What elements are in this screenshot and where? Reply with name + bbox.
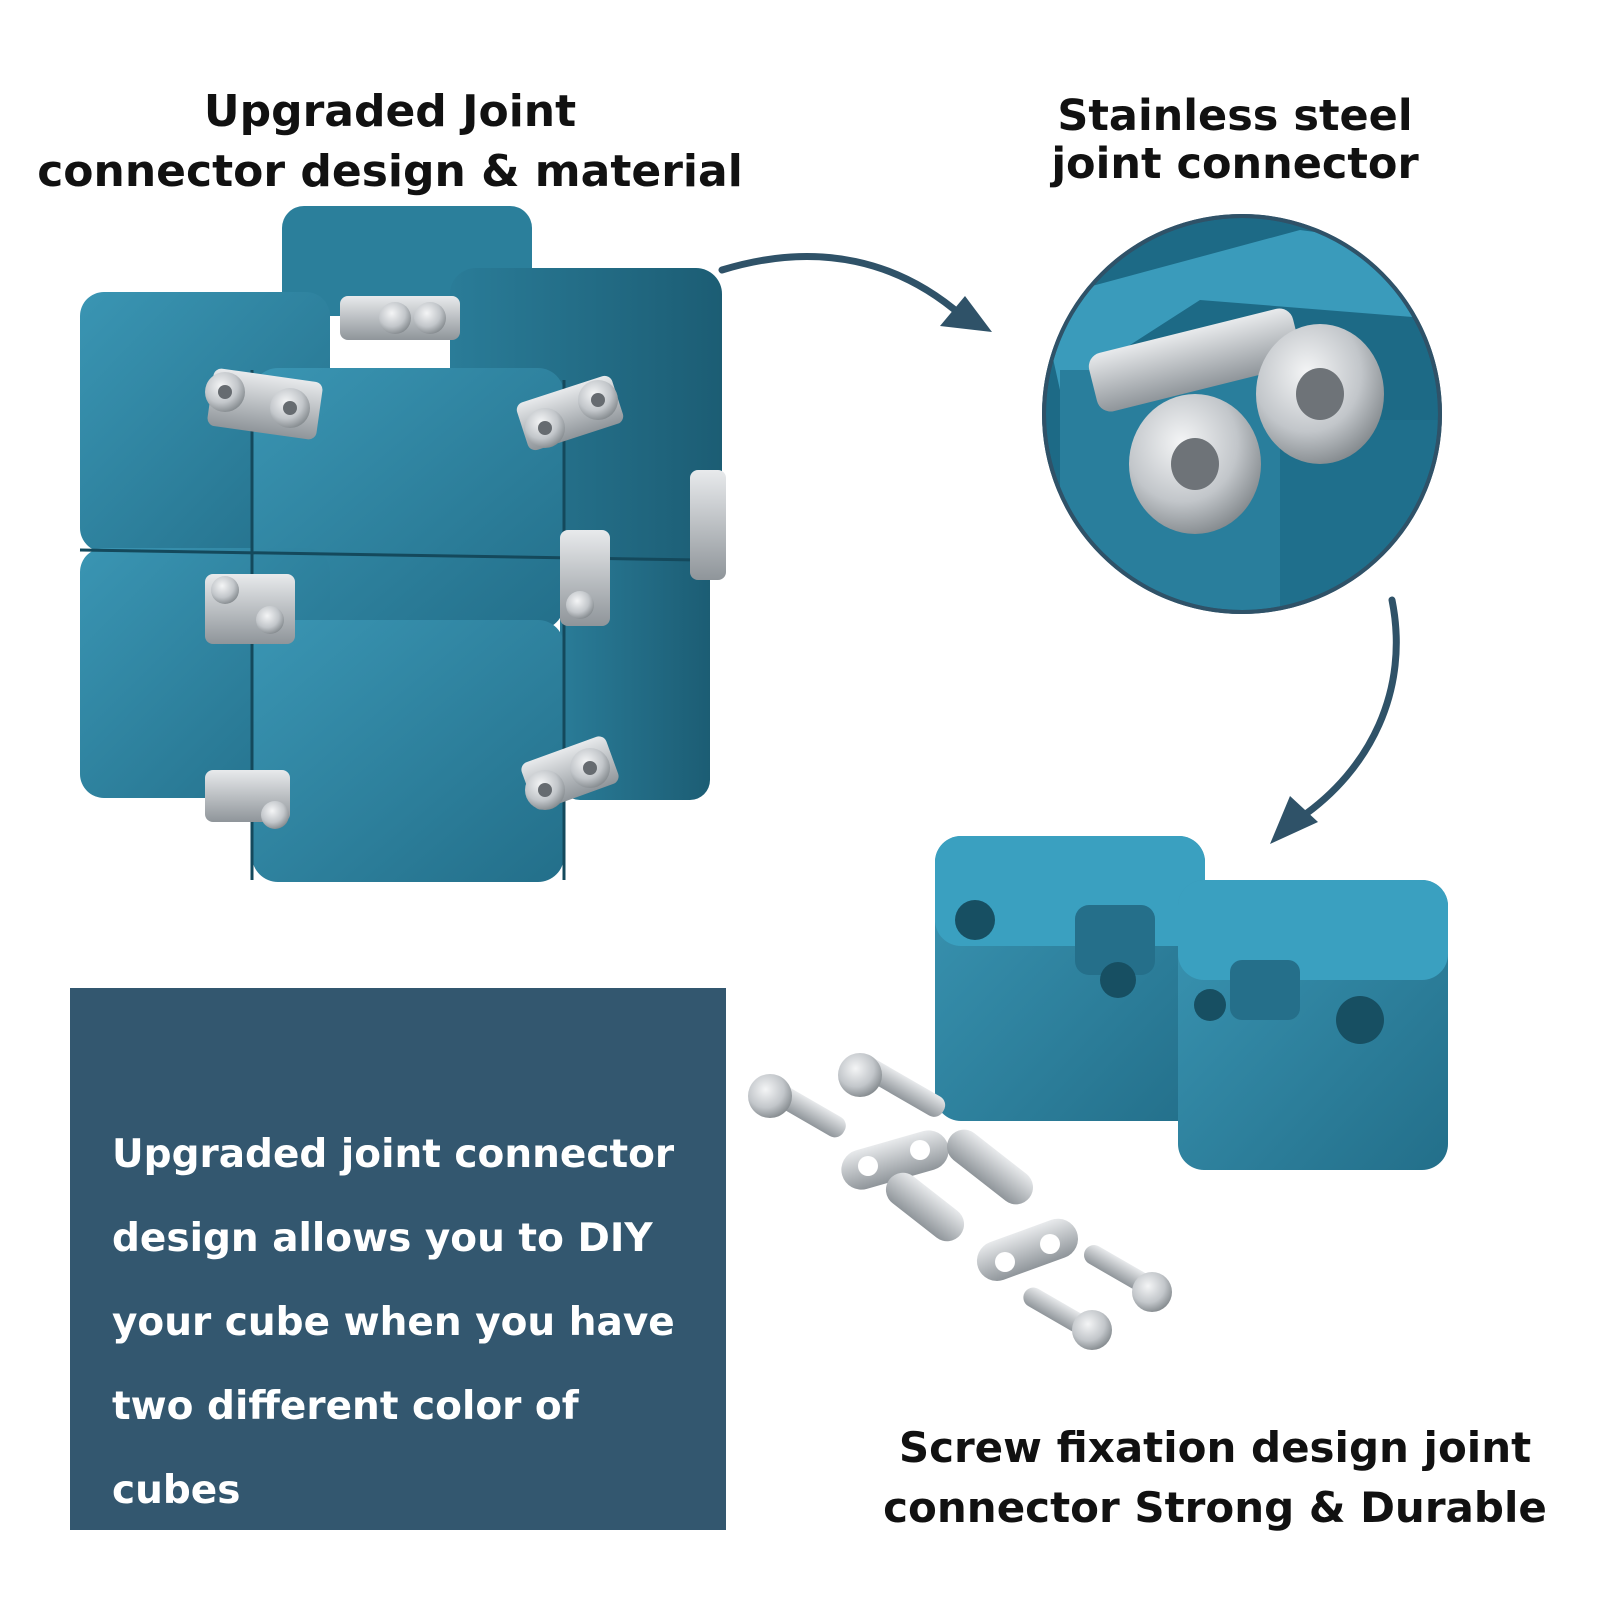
heading-screw-fixation: Screw fixation design joint connector St…	[883, 1423, 1547, 1532]
joint-connector-closeup-icon	[1042, 214, 1442, 614]
screws-and-links-icon	[748, 1053, 1172, 1350]
description-text: Upgraded joint connector design allows y…	[112, 1132, 675, 1513]
heading-upgraded-joint: Upgraded Joint connector design & materi…	[37, 86, 743, 197]
arrow-icon	[718, 253, 992, 332]
separated-cubes-icon	[935, 836, 1448, 1170]
infinity-cube-icon	[79, 206, 726, 882]
arrow-icon	[1270, 596, 1400, 844]
description-panel: Upgraded joint connector design allows y…	[70, 988, 726, 1530]
heading-stainless-steel: Stainless steel joint connector	[1051, 91, 1419, 189]
